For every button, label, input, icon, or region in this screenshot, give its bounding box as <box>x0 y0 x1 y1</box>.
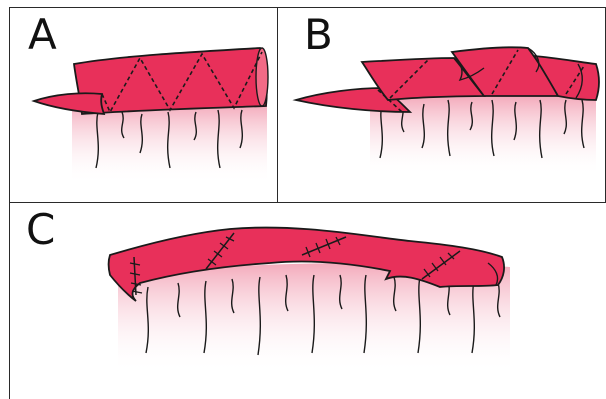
bowel-tube-a <box>74 48 267 114</box>
mesentery-a <box>72 104 267 184</box>
panel-a: A <box>9 7 278 203</box>
panel-b: B <box>277 7 606 203</box>
bowel-end-a <box>256 48 268 106</box>
panel-b-illustration <box>278 8 606 203</box>
panel-c: C <box>9 202 606 399</box>
panel-c-illustration <box>10 203 606 399</box>
panel-a-illustration <box>10 8 278 203</box>
bowel-flap-a <box>34 93 104 114</box>
